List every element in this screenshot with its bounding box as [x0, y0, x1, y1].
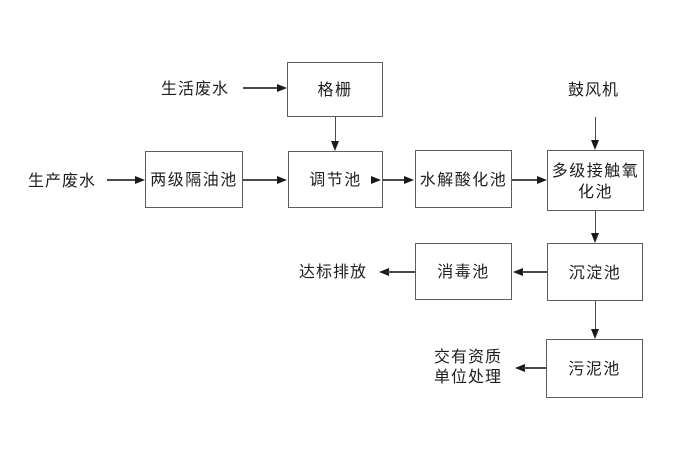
arrowhead-left-icon — [379, 267, 389, 276]
node-contact-oxidation-tank: 多级接触氧化池 — [547, 150, 644, 211]
edge-oxidation-to-sedimentation — [594, 211, 596, 234]
label-qualified-unit-disposal: 交有资质 单位处理 — [434, 347, 504, 387]
arrowhead-left-icon — [515, 363, 525, 372]
edge-screen-to-regulating — [334, 117, 336, 142]
label-domestic-wastewater: 生活废水 — [161, 79, 230, 98]
arrowhead-down-icon — [590, 329, 599, 339]
node-regulating-tank: 调节池 — [288, 151, 383, 208]
label-production-wastewater: 生产废水 — [28, 171, 97, 190]
arrowhead-right-icon — [277, 83, 287, 92]
label-qualified-line2: 单位处理 — [434, 367, 503, 386]
arrowhead-left-icon — [513, 267, 523, 276]
label-standard-discharge: 达标排放 — [299, 262, 368, 281]
arrowhead-down-icon — [330, 141, 339, 151]
node-screen: 格栅 — [287, 62, 383, 117]
label-qualified-line1: 交有资质 — [434, 347, 503, 366]
label-blower: 鼓风机 — [568, 80, 620, 99]
node-sludge-tank: 污泥池 — [546, 339, 643, 398]
edge-blower-to-oxidation — [594, 117, 596, 141]
edge-sedimentation-to-disinfection — [522, 271, 547, 273]
arrowhead-right-icon — [371, 175, 381, 184]
node-hydrolysis-tank: 水解酸化池 — [415, 150, 512, 208]
arrowhead-right-icon — [277, 175, 287, 184]
edge-regulating-to-hydrolysis — [383, 179, 405, 181]
edge-sedimentation-to-sludge — [594, 301, 596, 330]
edge-sludge-to-qualified — [524, 367, 546, 369]
arrowhead-down-icon — [590, 233, 599, 243]
edge-domestic-to-screen — [243, 87, 278, 89]
edge-disinfection-to-discharge — [388, 271, 415, 273]
node-oil-separator: 两级隔油池 — [145, 151, 243, 208]
arrowhead-right-icon — [404, 175, 414, 184]
node-sedimentation-tank: 沉淀池 — [547, 243, 643, 301]
node-disinfection-tank: 消毒池 — [415, 243, 512, 300]
arrowhead-down-icon — [590, 140, 599, 150]
edge-oil-to-regulating — [243, 179, 278, 181]
arrowhead-right-icon — [537, 175, 547, 184]
arrowhead-right-icon — [135, 175, 145, 184]
edge-production-to-oil — [107, 179, 136, 181]
edge-hydrolysis-to-oxidation — [512, 179, 538, 181]
